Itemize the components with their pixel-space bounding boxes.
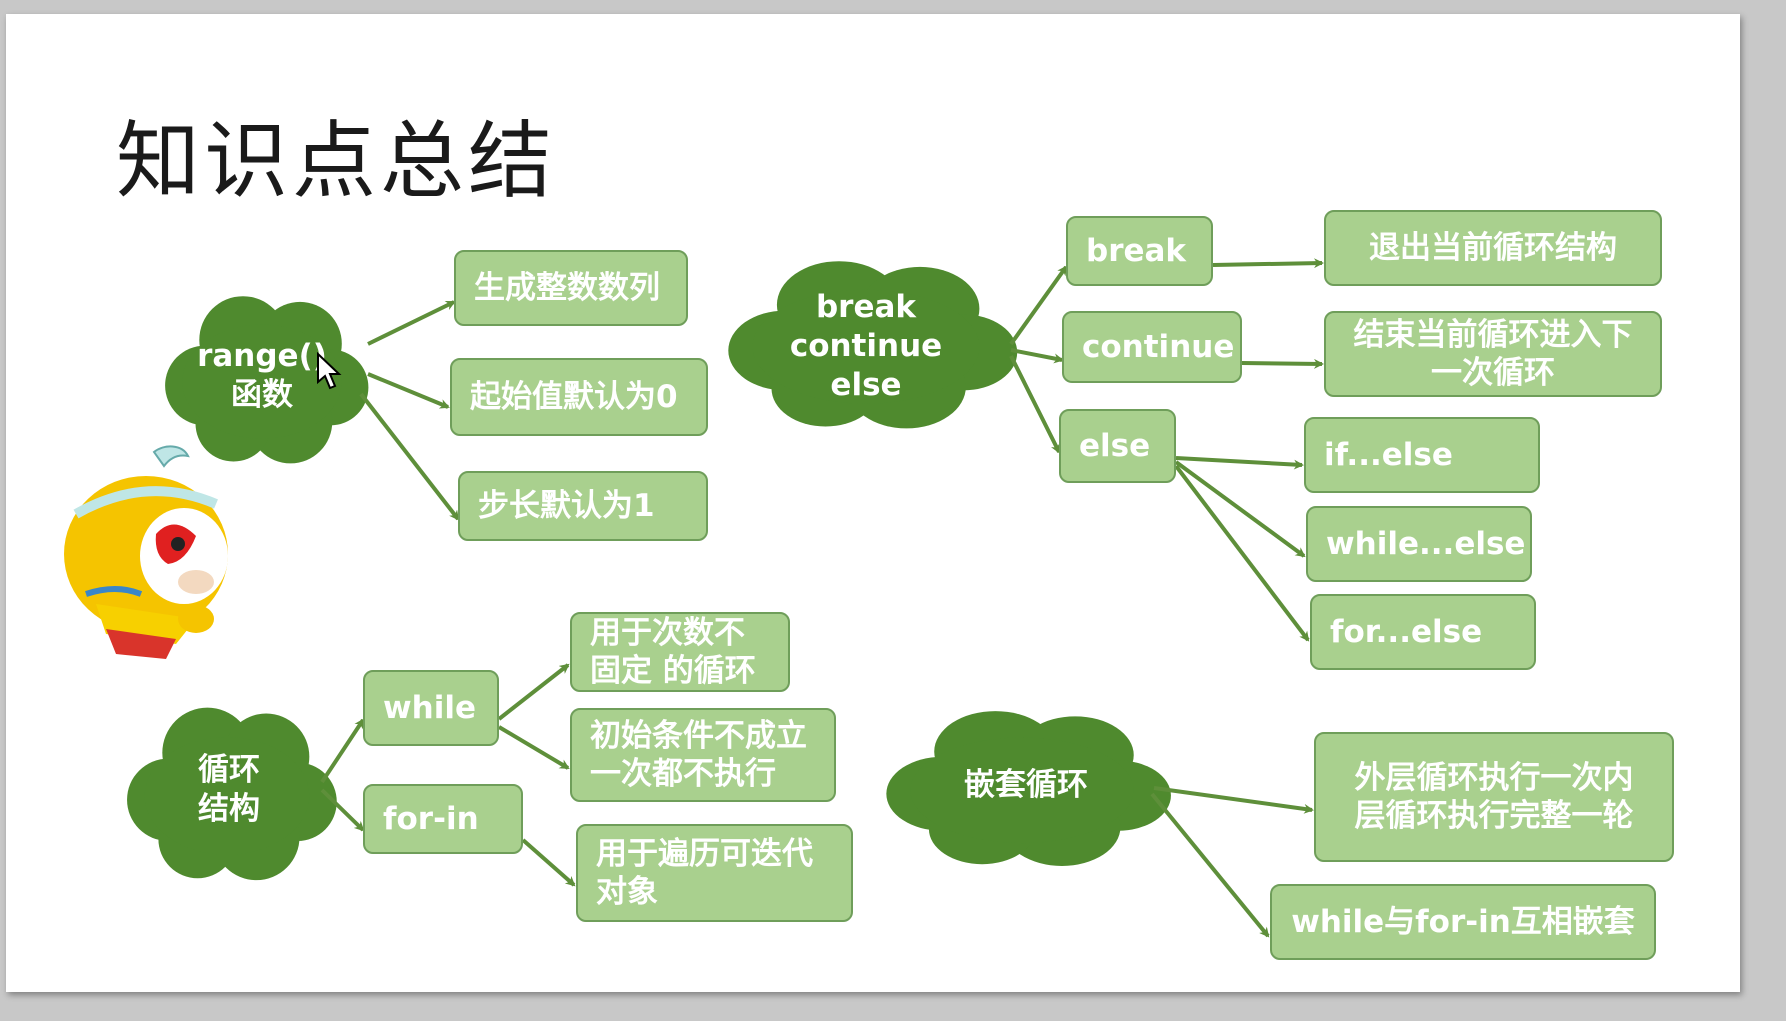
- nested-item-mutual: while与for-in互相嵌套: [1270, 884, 1656, 960]
- range-item-start: 起始值默认为0: [450, 358, 708, 436]
- arrow-to-forin: [320, 788, 365, 832]
- arrow-to-else: [1009, 355, 1061, 454]
- arrow-nested-1: [1153, 786, 1314, 814]
- loop-while: while: [363, 670, 499, 746]
- arrow-nested-2: [1150, 792, 1270, 938]
- else-item-while: while...else: [1306, 506, 1532, 582]
- arrow-if-else: [1175, 456, 1304, 470]
- mouse-cursor-icon: [317, 352, 342, 390]
- range-item-step: 步长默认为1: [458, 471, 708, 541]
- keyword-else: else: [1059, 409, 1176, 483]
- cloud-nested-label: 嵌套循环: [964, 766, 1088, 803]
- continue-description: 结束当前循环进入下 一次循环: [1324, 311, 1662, 397]
- arrow-for-else: [1174, 464, 1310, 642]
- arrow-range-2: [367, 372, 450, 409]
- arrow-break-desc: [1212, 258, 1324, 269]
- arrow-while-2: [497, 725, 570, 770]
- arrow-while-1: [497, 663, 570, 721]
- keyword-break: break: [1066, 216, 1213, 286]
- arrow-range-1: [367, 300, 456, 346]
- loop-forin: for-in: [363, 784, 523, 854]
- arrow-to-while: [320, 718, 365, 784]
- cloud-loop-label: 循环 结构: [198, 752, 260, 827]
- arrow-range-3: [359, 392, 460, 521]
- arrow-to-break: [1009, 265, 1068, 346]
- arrow-while-else: [1174, 460, 1306, 558]
- cloud-bce-label: break continue else: [789, 288, 943, 403]
- break-description: 退出当前循环结构: [1324, 210, 1662, 286]
- keyword-continue: continue: [1062, 311, 1242, 383]
- nested-item-inner-full: 外层循环执行一次内 层循环执行完整一轮: [1314, 732, 1674, 862]
- else-item-if: if...else: [1304, 417, 1540, 493]
- cloud-range-label: range() 函数: [197, 338, 327, 413]
- arrow-forin-1: [521, 838, 576, 887]
- range-item-sequence: 生成整数数列: [454, 250, 688, 326]
- arrow-continue-desc: [1241, 358, 1324, 369]
- while-item-no-run: 初始条件不成立 一次都不执行: [570, 708, 836, 802]
- forin-item-iterate: 用于遍历可迭代 对象: [576, 824, 853, 922]
- while-item-indefinite: 用于次数不 固定 的循环: [570, 612, 790, 692]
- else-item-for: for...else: [1310, 594, 1536, 670]
- slide: 知识点总结: [6, 14, 1740, 992]
- slide-title: 知识点总结: [116, 112, 557, 210]
- connector-arrows: [127, 258, 1324, 938]
- arrow-to-continue: [1010, 348, 1064, 364]
- monkey-mascot-icon: [64, 445, 228, 659]
